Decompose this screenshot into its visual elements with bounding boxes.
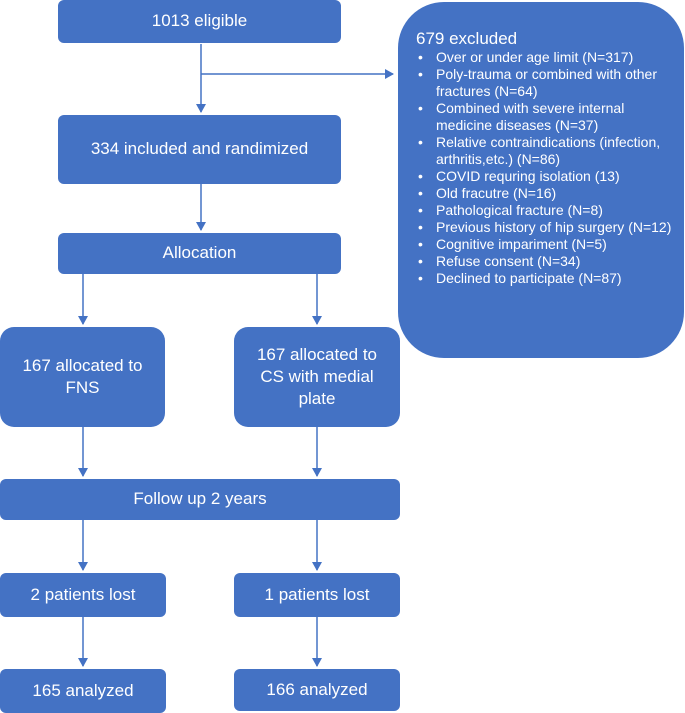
cs-allocation-box: 167 allocated to CS with medial plate <box>234 327 400 427</box>
followup-box: Follow up 2 years <box>0 479 400 520</box>
exclusion-item: Poly-trauma or combined with other fract… <box>416 66 672 100</box>
exclusion-item: Old fracutre (N=16) <box>416 185 672 202</box>
excluded-box: 679 excluded Over or under age limit (N=… <box>398 2 684 358</box>
exclusion-item: Cognitive impariment (N=5) <box>416 236 672 253</box>
eligible-box: 1013 eligible <box>58 0 341 43</box>
exclusion-item: COVID requring isolation (13) <box>416 168 672 185</box>
analyzed-right-box: 166 analyzed <box>234 669 400 711</box>
analyzed-left-box: 165 analyzed <box>0 669 166 713</box>
included-box: 334 included and randimized <box>58 115 341 184</box>
exclusion-list: Over or under age limit (N=317) Poly-tra… <box>416 49 672 287</box>
exclusion-item: Over or under age limit (N=317) <box>416 49 672 66</box>
exclusion-item: Previous history of hip surgery (N=12) <box>416 219 672 236</box>
exclusion-item: Combined with severe internal medicine d… <box>416 100 672 134</box>
fns-allocation-box: 167 allocated to FNS <box>0 327 165 427</box>
lost-left-box: 2 patients lost <box>0 573 166 617</box>
lost-right-box: 1 patients lost <box>234 573 400 617</box>
exclusion-item: Declined to participate (N=87) <box>416 270 672 287</box>
exclusion-item: Refuse consent (N=34) <box>416 253 672 270</box>
allocation-box: Allocation <box>58 233 341 274</box>
excluded-title: 679 excluded <box>416 29 518 48</box>
exclusion-item: Pathological fracture (N=8) <box>416 202 672 219</box>
exclusion-item: Relative contraindications (infection, a… <box>416 134 672 168</box>
